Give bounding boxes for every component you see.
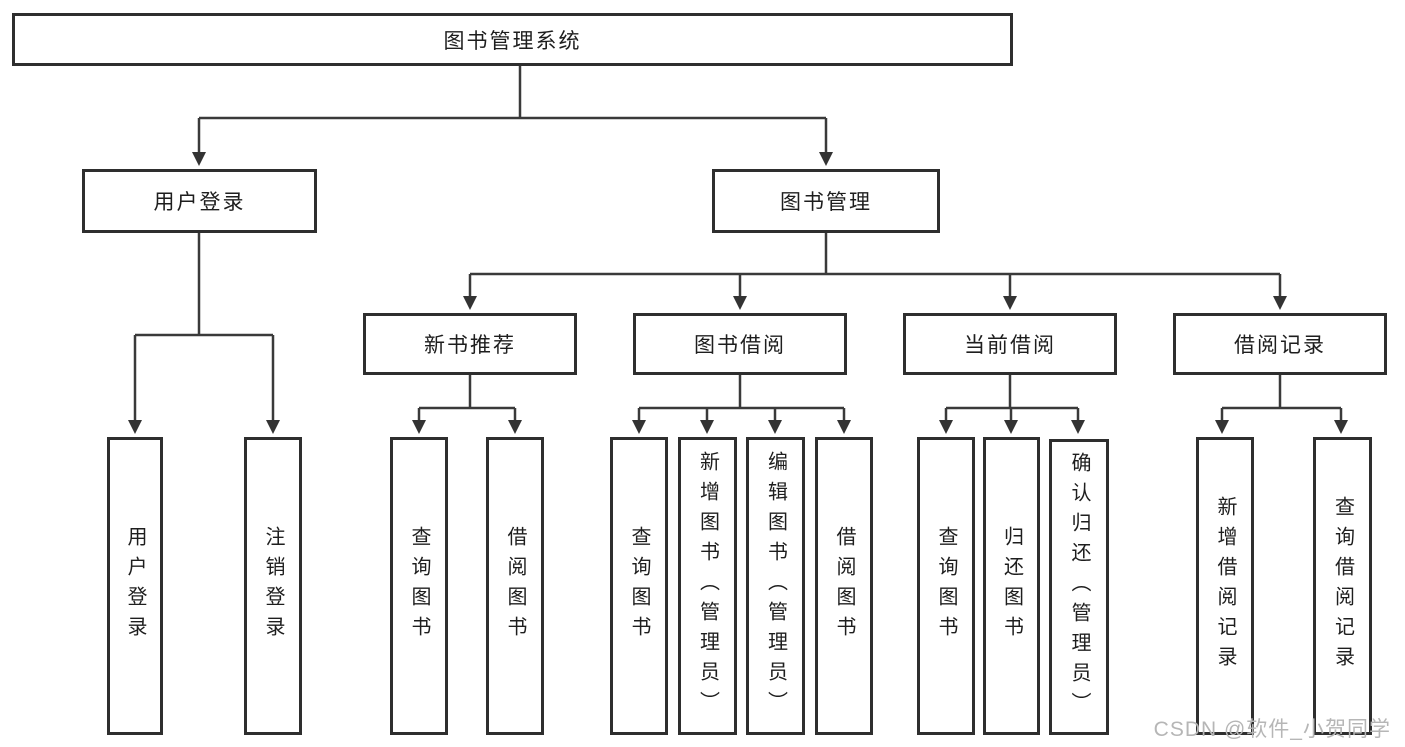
node-query-borrow-record: 查询借阅记录: [1313, 437, 1372, 735]
node-confirm-return-admin: 确认归还（管理员）: [1049, 439, 1109, 735]
node-book-management: 图书管理: [712, 169, 940, 233]
node-query-books-recommend: 查询图书: [390, 437, 448, 735]
node-root: 图书管理系统: [12, 13, 1013, 66]
wire-root-tee: [199, 66, 826, 120]
wire-borrowing-records-tee: [1222, 375, 1341, 410]
node-logout-action: 注销登录: [244, 437, 302, 735]
node-book-borrowing: 图书借阅: [633, 313, 847, 375]
wire-book-borrowing-tee: [639, 375, 844, 410]
node-edit-books-admin: 编辑图书（管理员）: [746, 437, 805, 735]
wire-user-login-tee: [135, 233, 273, 337]
node-query-books-current: 查询图书: [917, 437, 975, 735]
node-user-login-action: 用户登录: [107, 437, 163, 735]
wire-current-borrowing-tee: [946, 375, 1078, 410]
node-add-borrow-record: 新增借阅记录: [1196, 437, 1254, 735]
node-new-book-recommend: 新书推荐: [363, 313, 577, 375]
watermark-text: CSDN @软件_小贺同学: [1153, 718, 1391, 741]
wire-new-book-recommend-tee: [419, 375, 515, 410]
node-borrowing-records: 借阅记录: [1173, 313, 1387, 375]
node-query-books-borrow: 查询图书: [610, 437, 668, 735]
wire-book-management-tee: [470, 233, 1280, 276]
node-borrow-books-recommend: 借阅图书: [486, 437, 544, 735]
node-current-borrowing: 当前借阅: [903, 313, 1117, 375]
node-borrow-books-action: 借阅图书: [815, 437, 873, 735]
node-user-login: 用户登录: [82, 169, 317, 233]
node-add-books-admin: 新增图书（管理员）: [678, 437, 737, 735]
node-return-books: 归还图书: [983, 437, 1040, 735]
